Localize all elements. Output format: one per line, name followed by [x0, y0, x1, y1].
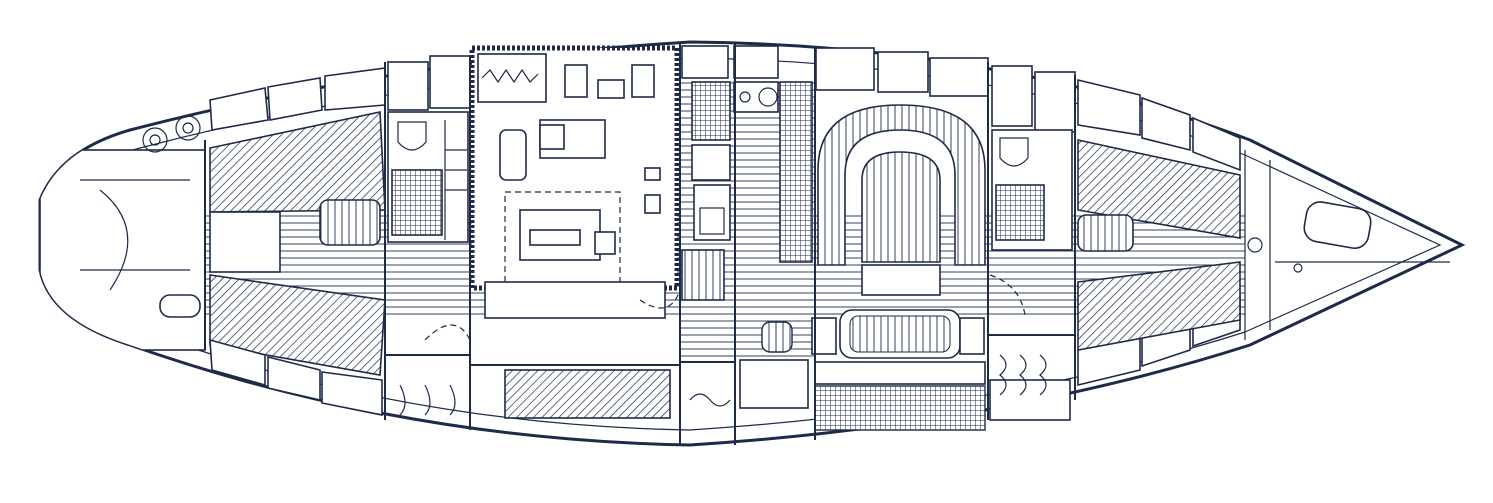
aft-head: [387, 111, 469, 243]
galley: [681, 45, 813, 301]
saloon: [761, 104, 986, 431]
aft-cabin: [80, 111, 386, 376]
forward-head: [991, 129, 1073, 251]
shower-grate: [391, 169, 443, 236]
toilet-icon: [999, 137, 1029, 167]
table-icon: [839, 309, 961, 359]
sink-icon: [693, 184, 731, 241]
winch-icon: [142, 115, 201, 153]
seat-cushions-bottom: [209, 293, 1241, 421]
forepeak: [1244, 150, 1450, 340]
engine-room: [469, 45, 680, 319]
bulkheads: [204, 42, 1076, 445]
anchor-icon: [1247, 237, 1263, 253]
toilet-icon: [397, 121, 427, 151]
stove-icon: [733, 81, 779, 113]
seat-cushions-top: [209, 45, 1241, 172]
forward-cabin: [1077, 139, 1241, 351]
